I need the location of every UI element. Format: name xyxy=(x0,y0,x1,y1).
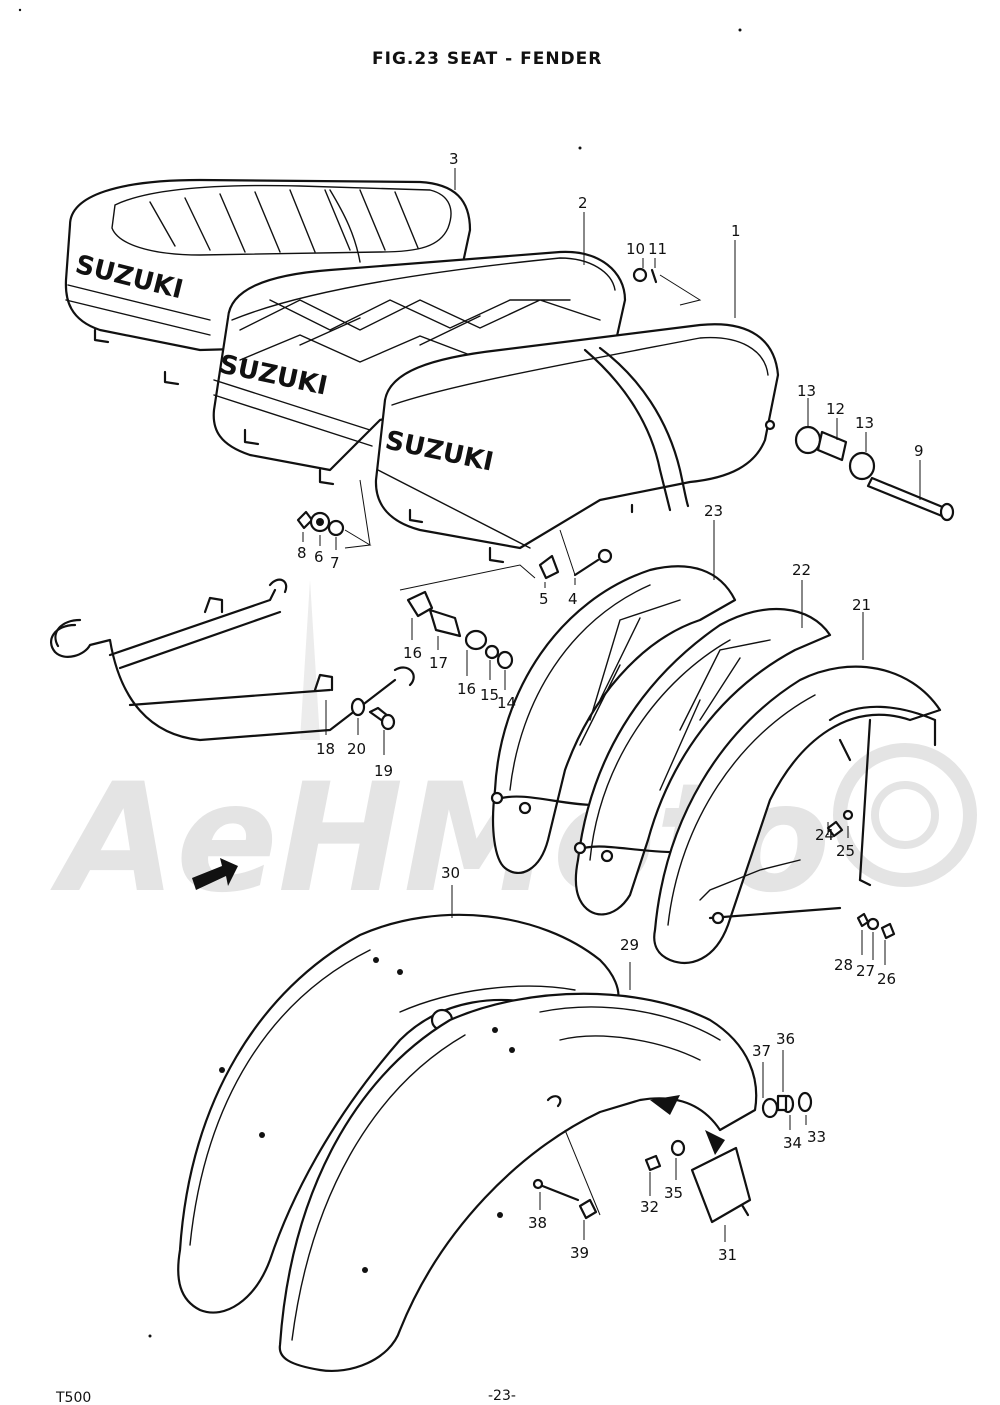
label-27[interactable]: 27 xyxy=(856,962,875,980)
label-13b[interactable]: 13 xyxy=(855,414,874,432)
label-15[interactable]: 15 xyxy=(480,686,499,704)
part-25-washer[interactable] xyxy=(842,809,854,821)
label-9[interactable]: 9 xyxy=(914,442,924,460)
label-3[interactable]: 3 xyxy=(449,150,459,168)
front-direction-arrow xyxy=(192,858,238,890)
part-12-collar[interactable] xyxy=(816,430,848,462)
label-31[interactable]: 31 xyxy=(718,1246,737,1264)
part-5-hook[interactable] xyxy=(538,554,560,580)
label-20[interactable]: 20 xyxy=(347,740,366,758)
label-8[interactable]: 8 xyxy=(297,544,307,562)
figure-title: FIG.23 SEAT - FENDER xyxy=(372,49,602,69)
label-26[interactable]: 26 xyxy=(877,970,896,988)
part-19-bolt[interactable] xyxy=(368,706,396,731)
part-33-nut[interactable] xyxy=(797,1091,813,1113)
seat-2[interactable]: SUZUKI xyxy=(212,250,627,486)
label-35[interactable]: 35 xyxy=(664,1184,683,1202)
label-28[interactable]: 28 xyxy=(834,956,853,974)
seat-1[interactable]: SUZUKI xyxy=(374,323,780,564)
part-24-bolt[interactable] xyxy=(826,820,844,838)
label-16b[interactable]: 16 xyxy=(457,680,476,698)
part-23-front-fender[interactable] xyxy=(490,565,737,874)
label-36[interactable]: 36 xyxy=(776,1030,795,1048)
part-8-nut[interactable] xyxy=(296,510,314,530)
part-10-nut[interactable] xyxy=(632,267,648,283)
label-23[interactable]: 23 xyxy=(704,502,723,520)
label-17[interactable]: 17 xyxy=(429,654,448,672)
part-21-front-fender[interactable] xyxy=(653,665,942,964)
part-27-washer[interactable] xyxy=(866,917,880,931)
label-21[interactable]: 21 xyxy=(852,596,871,614)
part-26-nut[interactable] xyxy=(880,922,896,940)
label-5[interactable]: 5 xyxy=(539,590,549,608)
leader-lines xyxy=(302,168,921,1242)
part-9-bolt[interactable] xyxy=(866,476,955,522)
label-33[interactable]: 33 xyxy=(807,1128,826,1146)
part-6-spring[interactable] xyxy=(309,511,331,533)
part-20-washer[interactable] xyxy=(350,697,366,717)
label-37[interactable]: 37 xyxy=(752,1042,771,1060)
footer-page-number: -23- xyxy=(488,1388,516,1404)
part-16-cushion-b[interactable] xyxy=(464,629,488,651)
label-7[interactable]: 7 xyxy=(330,554,340,572)
label-18[interactable]: 18 xyxy=(316,740,335,758)
part-31-plate[interactable] xyxy=(690,1146,752,1224)
part-13-spacer-b[interactable] xyxy=(848,451,876,481)
label-14[interactable]: 14 xyxy=(497,694,516,712)
part-38-hook[interactable] xyxy=(532,1178,580,1202)
part-17-collar[interactable] xyxy=(428,608,462,638)
part-11-washer[interactable] xyxy=(650,268,658,284)
label-39[interactable]: 39 xyxy=(570,1244,589,1262)
part-7-washer[interactable] xyxy=(327,519,345,537)
label-19[interactable]: 19 xyxy=(374,762,393,780)
label-30[interactable]: 30 xyxy=(441,864,460,882)
part-36-spacer[interactable] xyxy=(776,1094,788,1112)
part-4-pin[interactable] xyxy=(573,548,613,577)
label-13a[interactable]: 13 xyxy=(797,382,816,400)
label-4[interactable]: 4 xyxy=(568,590,578,608)
part-18-seat-frame[interactable] xyxy=(50,578,415,742)
part-29-rear-fender[interactable] xyxy=(278,992,758,1372)
label-16a[interactable]: 16 xyxy=(403,644,422,662)
label-6[interactable]: 6 xyxy=(314,548,324,566)
label-22[interactable]: 22 xyxy=(792,561,811,579)
part-15-washer[interactable] xyxy=(484,644,500,660)
part-28-bolt[interactable] xyxy=(856,912,870,928)
part-14-nut[interactable] xyxy=(496,650,514,670)
footer-model: T500 xyxy=(55,1390,91,1405)
label-38[interactable]: 38 xyxy=(528,1214,547,1232)
part-13-spacer-a[interactable] xyxy=(794,425,822,455)
label-1[interactable]: 1 xyxy=(731,222,741,240)
label-24[interactable]: 24 xyxy=(815,826,834,844)
part-32-bolt[interactable] xyxy=(644,1154,662,1172)
part-39-nut[interactable] xyxy=(578,1198,598,1220)
part-37-bolt[interactable] xyxy=(761,1097,779,1119)
label-34[interactable]: 34 xyxy=(783,1134,802,1152)
scan-specks xyxy=(18,8,742,1338)
label-12[interactable]: 12 xyxy=(826,400,845,418)
part-labels: 1 2 3 4 5 6 7 8 9 10 11 12 13 13 14 15 1… xyxy=(297,150,924,1264)
part-16-cushion-a[interactable] xyxy=(406,590,434,618)
label-29[interactable]: 29 xyxy=(620,936,639,954)
part-35-washer[interactable] xyxy=(670,1139,686,1157)
label-32[interactable]: 32 xyxy=(640,1198,659,1216)
label-11[interactable]: 11 xyxy=(648,240,667,258)
label-10[interactable]: 10 xyxy=(626,240,645,258)
label-2[interactable]: 2 xyxy=(578,194,588,212)
label-25[interactable]: 25 xyxy=(836,842,855,860)
seat-hardware xyxy=(296,267,955,591)
